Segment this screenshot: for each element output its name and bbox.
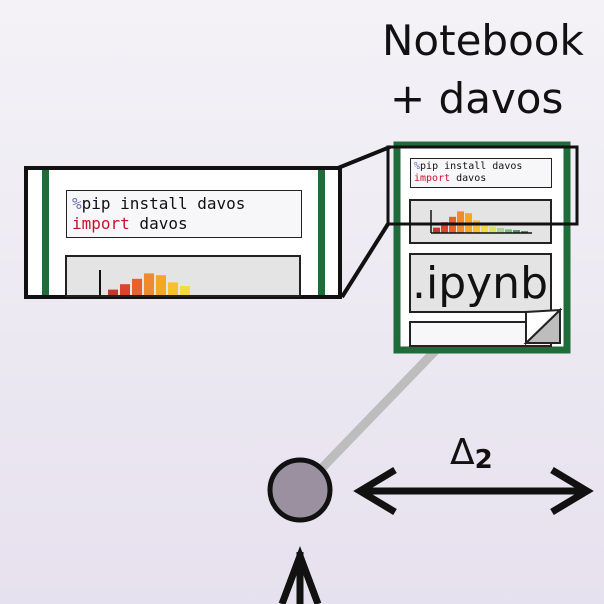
delta-subscript: 2: [475, 445, 493, 475]
histogram-bar: [168, 282, 178, 295]
zoom-panel-green-right: [318, 170, 325, 295]
histogram-bar: [144, 273, 154, 295]
notebook-code-cell: %pip install davos import davos: [410, 158, 552, 188]
nb-code-line-1: %pip install davos: [414, 161, 548, 173]
histogram-bar: [180, 286, 190, 295]
notebook-chart-box: [409, 199, 552, 244]
connector-line: [318, 346, 440, 472]
nb-code-line-2: import davos: [414, 173, 548, 185]
histogram-bar: [441, 222, 448, 233]
zoom-code-cell: %pip install davos import davos: [66, 190, 302, 238]
zoom-code-line-1: %pip install davos: [72, 194, 296, 214]
histogram-bar: [120, 284, 130, 295]
zoom-code-line-2: import davos: [72, 214, 296, 234]
zoom-line-bottom: [340, 222, 390, 299]
histogram-bar: [132, 278, 142, 295]
title-davos: + davos: [390, 74, 564, 123]
pip-install-text: pip install davos: [81, 194, 246, 213]
up-arrow-head: [278, 546, 322, 604]
zoom-histogram: [108, 273, 190, 295]
histogram-bar: [156, 275, 166, 295]
node-circle: [267, 457, 333, 523]
nb-import-keyword: import: [414, 173, 451, 184]
file-extension-label: .ipynb: [412, 258, 548, 309]
zoom-line-top: [337, 145, 391, 170]
import-keyword: import: [72, 214, 130, 233]
double-arrow-left-head: [353, 466, 397, 516]
file-ext-box: [409, 253, 552, 313]
histogram-bar: [433, 227, 440, 233]
histogram-bar: [505, 229, 512, 233]
nb-davos-module-text: davos: [450, 173, 487, 184]
histogram-bar: [473, 220, 480, 233]
delta-symbol: Δ: [450, 432, 475, 473]
histogram-bar: [457, 211, 464, 233]
zoom-panel-green-left: [42, 170, 49, 295]
delta-label: Δ2: [450, 432, 493, 475]
histogram-bar: [481, 224, 488, 233]
histogram-bar: [521, 231, 528, 233]
davos-module-text: davos: [129, 214, 188, 233]
title-notebook: Notebook: [382, 16, 584, 65]
histogram-bar: [513, 230, 520, 233]
percent-magic: %: [72, 194, 82, 213]
histogram-bar: [108, 289, 118, 295]
histogram-bar: [497, 227, 504, 233]
nb-pip-install-text: pip install davos: [420, 161, 523, 172]
zoom-highlight-rect: [386, 145, 579, 226]
histogram-bar: [489, 226, 496, 233]
double-arrow-right-head: [550, 466, 594, 516]
nb-percent-magic: %: [414, 161, 421, 172]
page-dog-ear-fold: [525, 308, 563, 346]
